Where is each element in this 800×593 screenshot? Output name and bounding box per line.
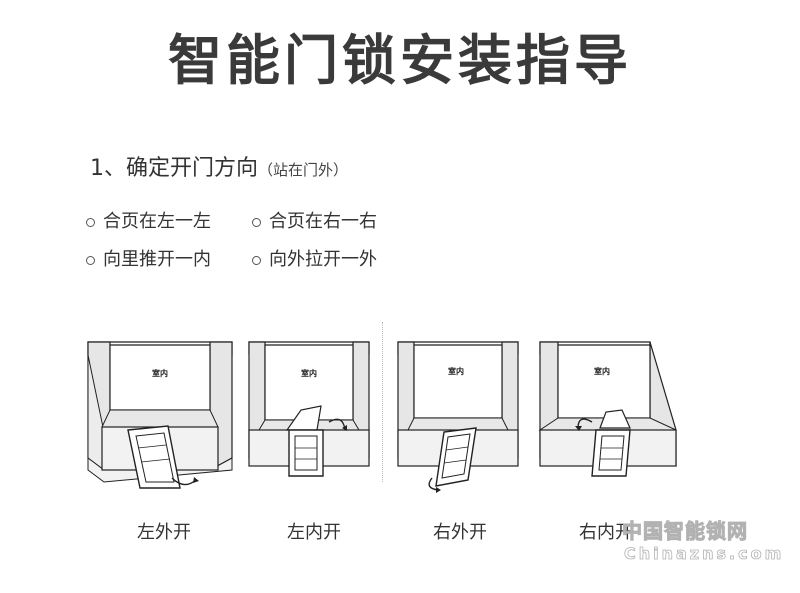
room-label: 室内 — [448, 366, 464, 376]
option-label: 向外拉开一外 — [269, 249, 377, 270]
room-diagram-right-out: 室内 — [397, 341, 519, 493]
swing-arrow-icon — [577, 418, 593, 429]
bullet-circle-icon — [252, 217, 261, 227]
bullet-circle-icon — [86, 255, 95, 265]
watermark-url: Chinazns.com — [624, 544, 785, 564]
room-label: 室内 — [301, 368, 317, 378]
caption-left-in: 左内开 — [287, 522, 341, 543]
page-title: 智能门锁安装指导 — [168, 29, 632, 92]
bullet-circle-icon — [252, 255, 261, 265]
option-pull-out: 向外拉开一外 — [252, 248, 377, 272]
room-label: 室内 — [152, 368, 168, 378]
step-heading: 1、确定开门方向（站在门外） — [90, 154, 348, 185]
caption-right-out: 右外开 — [433, 522, 487, 543]
option-hinge-right: 合页在右一右 — [252, 210, 377, 234]
door-icon — [599, 409, 631, 429]
room-diagram-left-in: 室内 — [248, 341, 370, 477]
divider-line — [382, 322, 383, 482]
step-note: （站在门外） — [258, 161, 349, 179]
caption-left-out: 左外开 — [137, 522, 191, 543]
swing-arrow-icon — [428, 477, 439, 491]
option-label: 合页在左一左 — [103, 211, 211, 232]
door-icon — [127, 425, 181, 489]
option-label: 合页在右一右 — [269, 211, 377, 232]
bullet-circle-icon — [86, 217, 95, 227]
option-push-in: 向里推开一内 — [86, 248, 211, 272]
caption-right-in: 右内开 — [579, 522, 633, 543]
option-label: 向里推开一内 — [103, 249, 211, 270]
option-hinge-left: 合页在左一左 — [86, 210, 211, 234]
room-label: 室内 — [594, 366, 610, 376]
door-icon — [435, 427, 477, 487]
step-label: 1、确定开门方向 — [90, 156, 258, 181]
room-diagram-left-out: 室内 — [87, 341, 233, 489]
room-diagram-right-in: 室内 — [538, 341, 677, 477]
